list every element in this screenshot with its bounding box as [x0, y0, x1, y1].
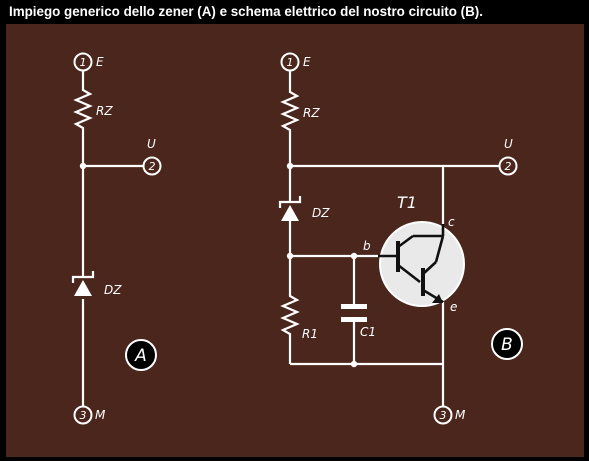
figure-caption: Impiego generico dello zener (A) e schem… — [9, 4, 483, 19]
a-terminal-2: 2 — [142, 156, 162, 176]
b-capacitor-c1-label: C1 — [360, 325, 376, 339]
b-resistor-rz-symbol — [280, 88, 300, 134]
a-terminal-2-number: 2 — [149, 160, 156, 173]
a-junction-dot — [79, 162, 87, 170]
b-transistor-t1-label: T1 — [397, 193, 417, 212]
schematic-board: RZ DZ 1 E 2 U 3 M A — [6, 24, 584, 457]
b-junction-top — [286, 162, 294, 170]
b-terminal-1-number: 1 — [287, 56, 294, 69]
circuit-b: RZ DZ R1 C1 T — [278, 52, 523, 425]
b-terminal-e-label: E — [303, 55, 311, 69]
b-panel-label: B — [501, 335, 513, 355]
b-terminal-u-label: U — [504, 137, 513, 151]
b-terminal-2-number: 2 — [505, 160, 512, 173]
b-junction-bottom — [350, 360, 358, 368]
b-resistor-r1-symbol — [280, 292, 300, 336]
b-zener-dz-symbol — [278, 196, 302, 221]
a-terminal-e-label: E — [96, 55, 104, 69]
a-panel-badge: A — [125, 339, 157, 371]
b-resistor-r1-label: R1 — [302, 327, 318, 341]
b-panel-badge: B — [491, 328, 523, 360]
a-resistor-rz-label: RZ — [96, 104, 113, 118]
b-terminal-3: 3 — [433, 405, 453, 425]
a-terminal-1-number: 1 — [80, 56, 87, 69]
a-zener-dz-symbol — [71, 271, 95, 296]
a-terminal-3-number: 3 — [80, 409, 87, 422]
a-panel-label: A — [134, 346, 147, 366]
a-terminal-3: 3 — [73, 405, 93, 425]
b-terminal-m-label: M — [455, 408, 466, 422]
b-junction-c1 — [350, 252, 358, 260]
a-terminal-1: 1 — [73, 52, 93, 72]
b-terminal-1: 1 — [280, 52, 300, 72]
b-terminal-3-number: 3 — [440, 409, 447, 422]
b-junction-base — [286, 252, 294, 260]
b-terminal-2: 2 — [498, 156, 518, 176]
b-transistor-base-label: b — [363, 239, 371, 253]
b-capacitor-c1-symbol — [341, 304, 367, 322]
a-zener-dz-label: DZ — [104, 283, 122, 297]
a-terminal-m-label: M — [95, 408, 106, 422]
b-zener-dz-label: DZ — [312, 206, 330, 220]
board-background — [6, 24, 584, 457]
b-transistor-collector-label: c — [448, 215, 455, 229]
circuit-a: RZ DZ 1 E 2 U 3 M A — [71, 52, 162, 425]
b-transistor-emitter-label: e — [450, 300, 457, 314]
b-transistor-t1-symbol — [378, 221, 465, 307]
a-resistor-rz-symbol — [73, 86, 93, 132]
b-resistor-rz-label: RZ — [303, 106, 320, 120]
a-terminal-u-label: U — [147, 137, 156, 151]
